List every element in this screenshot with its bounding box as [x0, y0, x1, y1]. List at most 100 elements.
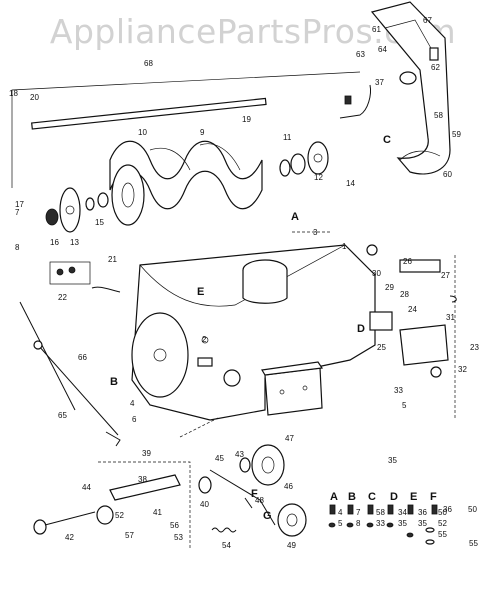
callout-65: 65 [58, 411, 67, 420]
legend-A-item-4: 4 [338, 508, 343, 517]
callout-36: 36 [443, 505, 452, 514]
callout-7: 7 [15, 208, 20, 217]
letter-callout-E: E [197, 286, 204, 298]
callout-67: 67 [423, 16, 432, 25]
callout-61: 61 [372, 25, 381, 34]
callout-14: 14 [346, 179, 355, 188]
callout-3: 3 [313, 228, 318, 237]
callout-33: 33 [394, 386, 403, 395]
callout-27: 27 [441, 271, 450, 280]
callout-37: 37 [375, 78, 384, 87]
callout-17: 17 [15, 200, 24, 209]
legend-F-item-50: 50 [438, 508, 447, 517]
callout-28: 28 [400, 290, 409, 299]
callout-45: 45 [215, 454, 224, 463]
assembly-bracket-68 [11, 71, 361, 188]
idler-arm [96, 457, 253, 533]
callout-23: 23 [470, 343, 479, 352]
callout-22: 22 [58, 293, 67, 302]
letter-callout-D: D [357, 323, 365, 335]
callout-64: 64 [378, 45, 387, 54]
legend-letter-B: B [348, 491, 356, 503]
callout-68: 68 [144, 59, 153, 68]
legend-letter-E: E [410, 491, 417, 503]
letter-callout-B: B [110, 376, 118, 388]
callout-16: 16 [50, 238, 59, 247]
callout-25: 25 [377, 343, 386, 352]
auger-shaft [31, 97, 267, 130]
callout-60: 60 [443, 170, 452, 179]
letter-callout-A: A [291, 211, 299, 223]
callout-18: 18 [9, 89, 18, 98]
dashed-leaders [179, 231, 456, 438]
callout-9: 9 [200, 128, 205, 137]
callout-12: 12 [314, 173, 323, 182]
callout-47: 47 [285, 434, 294, 443]
clutch-assembly [366, 244, 457, 378]
callout-32: 32 [458, 365, 467, 374]
callout-40: 40 [200, 500, 209, 509]
callout-1: 1 [342, 242, 347, 251]
callout-31: 31 [446, 313, 455, 322]
callout-41: 41 [153, 508, 162, 517]
callout-2: 2 [202, 335, 207, 344]
legend-E-item-36: 36 [418, 508, 427, 517]
legend-B-item-8: 8 [356, 519, 361, 528]
callout-44: 44 [82, 483, 91, 492]
section-code: 35 [388, 456, 397, 465]
callout-46: 46 [284, 482, 293, 491]
callout-5: 5 [402, 401, 407, 410]
drive-shaft [33, 511, 96, 535]
callout-24: 24 [408, 305, 417, 314]
legend-C-item-33: 33 [376, 519, 385, 528]
letter-callout-C: C [383, 134, 391, 146]
mounting-bracket [261, 361, 324, 416]
callout-63: 63 [356, 50, 365, 59]
callout-48: 48 [255, 496, 264, 505]
callout-52: 52 [115, 511, 124, 520]
callout-58: 58 [434, 111, 443, 120]
callout-13: 13 [70, 238, 79, 247]
auger-housing [131, 244, 376, 421]
callout-19: 19 [242, 115, 251, 124]
callout-26: 26 [403, 257, 412, 266]
callout-21: 21 [108, 255, 117, 264]
legend-D-item-35: 35 [398, 519, 407, 528]
callout-38: 38 [138, 475, 147, 484]
letter-callout-F: F [251, 488, 258, 500]
discharge-chute [370, 1, 451, 175]
legend-B-item-7: 7 [356, 508, 361, 517]
callout-50: 50 [468, 505, 477, 514]
legend-letter-A: A [330, 491, 338, 503]
right-bearing-group [279, 141, 329, 177]
left-bearing-group [45, 187, 109, 233]
callout-30: 30 [372, 269, 381, 278]
callout-66: 66 [78, 353, 87, 362]
callout-10: 10 [138, 128, 147, 137]
legend-letter-F: F [430, 491, 437, 503]
legend-letter-D: D [390, 491, 398, 503]
hardware-legend [328, 504, 438, 545]
legend-C-item-58: 58 [376, 508, 385, 517]
callout-39: 39 [142, 449, 151, 458]
legend-E-item-35: 35 [418, 519, 427, 528]
tension-rods [19, 301, 121, 447]
callout-59: 59 [452, 130, 461, 139]
callout-43: 43 [235, 450, 244, 459]
callout-6: 6 [132, 415, 137, 424]
legend-F-item-55: 55 [438, 530, 447, 539]
callout-56: 56 [170, 521, 179, 530]
legend-D-item-34: 34 [398, 508, 407, 517]
callout-20: 20 [30, 93, 39, 102]
callout-62: 62 [431, 63, 440, 72]
callout-4: 4 [130, 399, 135, 408]
callout-box-39 [98, 461, 191, 548]
pulley-group [209, 444, 307, 537]
auger [109, 140, 263, 226]
legend-F-item-52: 52 [438, 519, 447, 528]
legend-A-item-5: 5 [338, 519, 343, 528]
letter-callout-G: G [263, 510, 272, 522]
